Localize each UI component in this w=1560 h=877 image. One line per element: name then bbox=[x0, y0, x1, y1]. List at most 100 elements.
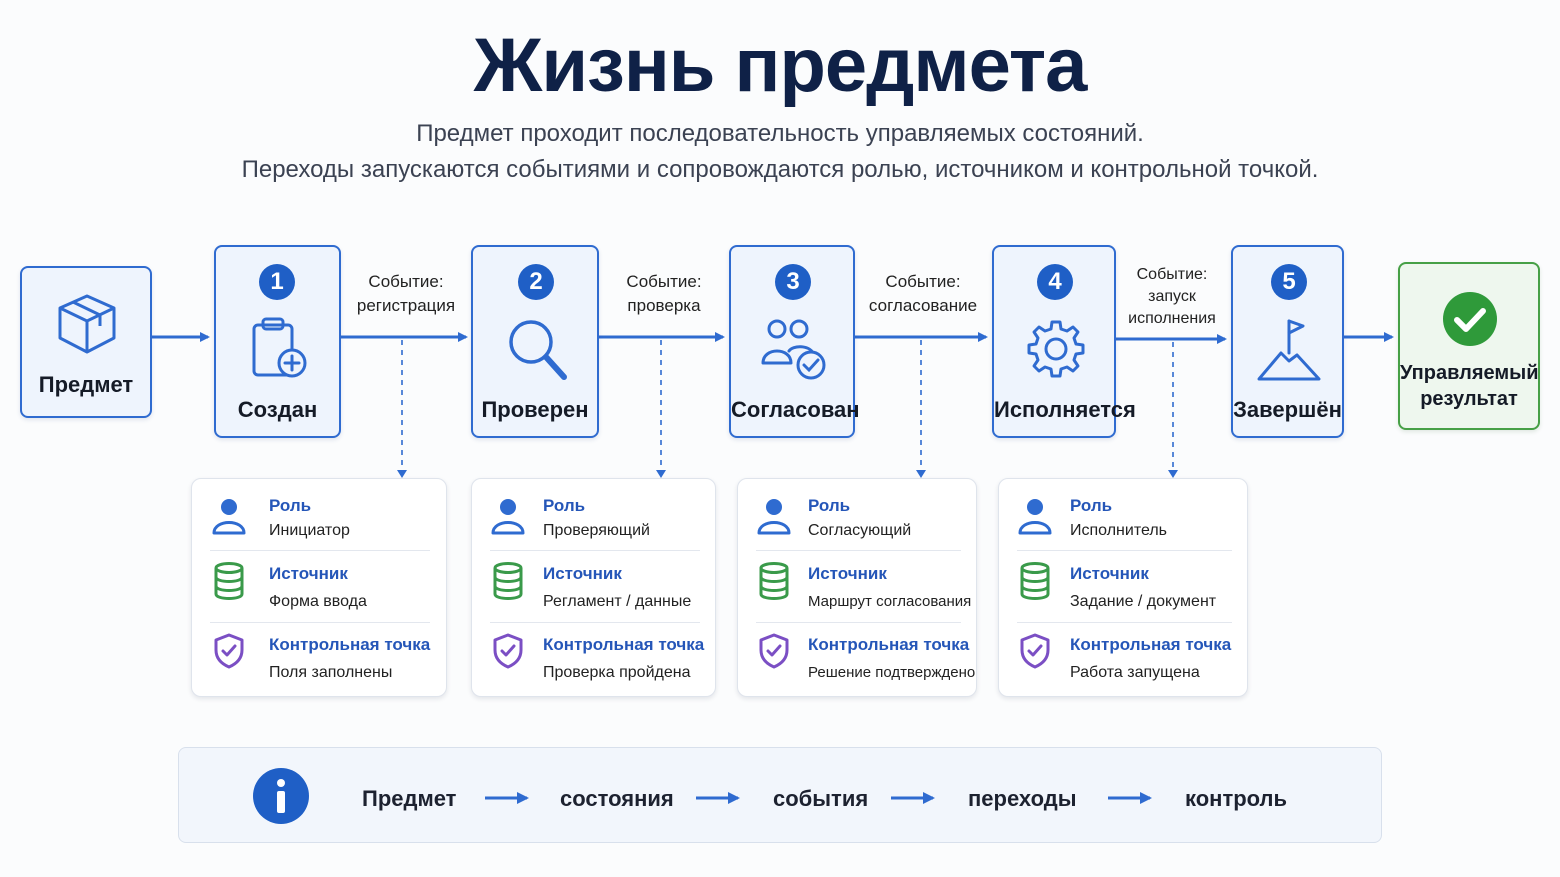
database-icon bbox=[1019, 562, 1051, 600]
box-icon bbox=[54, 292, 120, 356]
shield-check-icon bbox=[758, 633, 790, 669]
state-label: Создан bbox=[237, 397, 318, 422]
event-name: запуск bbox=[1148, 288, 1196, 305]
database-icon bbox=[492, 562, 524, 600]
flow-arrows bbox=[485, 792, 1152, 804]
step-number-badge: 3 bbox=[775, 264, 811, 300]
event-label-2: Событие: проверка bbox=[604, 270, 724, 318]
role-title: Роль bbox=[1070, 496, 1113, 515]
state-label: Завершён bbox=[1233, 397, 1342, 422]
step-number-badge: 5 bbox=[1271, 264, 1307, 300]
source-value: Задание / документ bbox=[1070, 593, 1217, 610]
role-title: Роль bbox=[543, 496, 586, 515]
flow-item-2: состояния bbox=[560, 786, 674, 811]
gear-icon bbox=[1026, 319, 1086, 379]
result-label: Управляемый результат bbox=[1400, 360, 1539, 412]
step-number-badge: 2 bbox=[518, 264, 554, 300]
flow-item-5: контроль bbox=[1185, 786, 1288, 811]
checkpoint-value: Решение подтверждено bbox=[808, 664, 976, 681]
start-card: Предмет bbox=[20, 266, 152, 418]
step-number-badge: 4 bbox=[1037, 264, 1073, 300]
event-title: Событие: bbox=[626, 272, 702, 291]
state-label: Исполняется bbox=[994, 397, 1136, 422]
checkpoint-value: Работа запущена bbox=[1070, 664, 1200, 681]
state-card-3: 3 Согласован bbox=[729, 245, 860, 438]
magnifier-icon bbox=[506, 317, 568, 381]
result-card: Управляемый результат bbox=[1398, 262, 1540, 430]
page-title: Жизнь предмета bbox=[473, 23, 1088, 108]
divider bbox=[1017, 622, 1232, 623]
event-label-4: Событие: запуск исполнения bbox=[1118, 264, 1226, 330]
event-title: Событие: bbox=[368, 272, 444, 291]
info-icon bbox=[253, 768, 309, 824]
flow-item-3: события bbox=[773, 786, 869, 811]
shield-check-icon bbox=[213, 633, 245, 669]
role-value: Проверяющий bbox=[543, 522, 650, 539]
checkpoint-title: Контрольная точка bbox=[808, 635, 970, 654]
user-icon bbox=[491, 497, 525, 535]
checkpoint-title: Контрольная точка bbox=[543, 635, 705, 654]
divider bbox=[490, 622, 700, 623]
state-label: Согласован bbox=[731, 397, 860, 422]
divider bbox=[210, 622, 430, 623]
user-icon bbox=[757, 497, 791, 535]
state-card-2: 2 Проверен bbox=[471, 245, 599, 438]
role-value: Исполнитель bbox=[1070, 522, 1168, 539]
divider bbox=[490, 550, 700, 551]
event-title: Событие: bbox=[1136, 266, 1208, 283]
source-title: Источник bbox=[1070, 564, 1149, 583]
source-value: Маршрут согласования bbox=[808, 593, 972, 610]
start-label: Предмет bbox=[38, 372, 134, 397]
database-icon bbox=[213, 562, 245, 600]
step-number-badge: 1 bbox=[259, 264, 295, 300]
source-title: Источник bbox=[808, 564, 887, 583]
info-panel-1: Роль Инициатор Источник Форма ввода Конт… bbox=[191, 478, 447, 697]
users-check-icon bbox=[759, 317, 829, 381]
info-panel-3: Роль Согласующий Источник Маршрут соглас… bbox=[737, 478, 977, 697]
checkpoint-value: Проверка пройдена bbox=[543, 664, 691, 681]
user-icon bbox=[212, 497, 246, 535]
state-card-4: 4 Исполняется bbox=[992, 245, 1136, 438]
divider bbox=[756, 550, 961, 551]
role-value: Инициатор bbox=[269, 522, 350, 539]
user-icon bbox=[1018, 497, 1052, 535]
source-title: Источник bbox=[269, 564, 348, 583]
event-name: согласование bbox=[868, 296, 978, 315]
shield-check-icon bbox=[492, 633, 524, 669]
source-title: Источник bbox=[543, 564, 622, 583]
role-title: Роль bbox=[808, 496, 851, 515]
checkpoint-title: Контрольная точка bbox=[269, 635, 431, 654]
event-name: проверка bbox=[627, 296, 701, 315]
shield-check-icon bbox=[1019, 633, 1051, 669]
summary-bar: Предмет состояния события переходы контр… bbox=[178, 747, 1382, 843]
divider bbox=[1017, 550, 1232, 551]
clipboard-plus-icon bbox=[248, 315, 312, 381]
info-panel-4: Роль Исполнитель Источник Задание / доку… bbox=[998, 478, 1248, 697]
event-name: регистрация bbox=[356, 296, 456, 315]
event-label-3: Событие: согласование bbox=[860, 270, 986, 318]
flow-item-4: переходы bbox=[968, 786, 1077, 811]
subtitle-line-1: Предмет проходит последовательность упра… bbox=[416, 120, 1144, 147]
subtitle-line-2: Переходы запускаются событиями и сопрово… bbox=[241, 156, 1319, 183]
divider bbox=[756, 622, 961, 623]
source-value: Регламент / данные bbox=[543, 593, 692, 610]
database-icon bbox=[758, 562, 790, 600]
checkpoint-value: Поля заполнены bbox=[269, 664, 393, 681]
state-label: Проверен bbox=[481, 397, 589, 422]
flow-item-1: Предмет bbox=[362, 786, 457, 811]
check-circle-icon bbox=[1442, 291, 1498, 347]
result-label-line-1: Управляемый bbox=[1400, 362, 1539, 384]
event-title: Событие: bbox=[885, 272, 961, 291]
state-card-5: 5 Завершён bbox=[1231, 245, 1344, 438]
state-card-1: 1 Создан bbox=[214, 245, 341, 438]
divider bbox=[210, 550, 430, 551]
role-value: Согласующий bbox=[808, 522, 912, 539]
source-value: Форма ввода bbox=[269, 593, 367, 610]
result-label-line-2: результат bbox=[1420, 388, 1518, 410]
role-title: Роль bbox=[269, 496, 312, 515]
info-panel-2: Роль Проверяющий Источник Регламент / да… bbox=[471, 478, 716, 697]
event-label-1: Событие: регистрация bbox=[346, 270, 466, 318]
checkpoint-title: Контрольная точка bbox=[1070, 635, 1232, 654]
flag-mountain-icon bbox=[1257, 317, 1321, 381]
